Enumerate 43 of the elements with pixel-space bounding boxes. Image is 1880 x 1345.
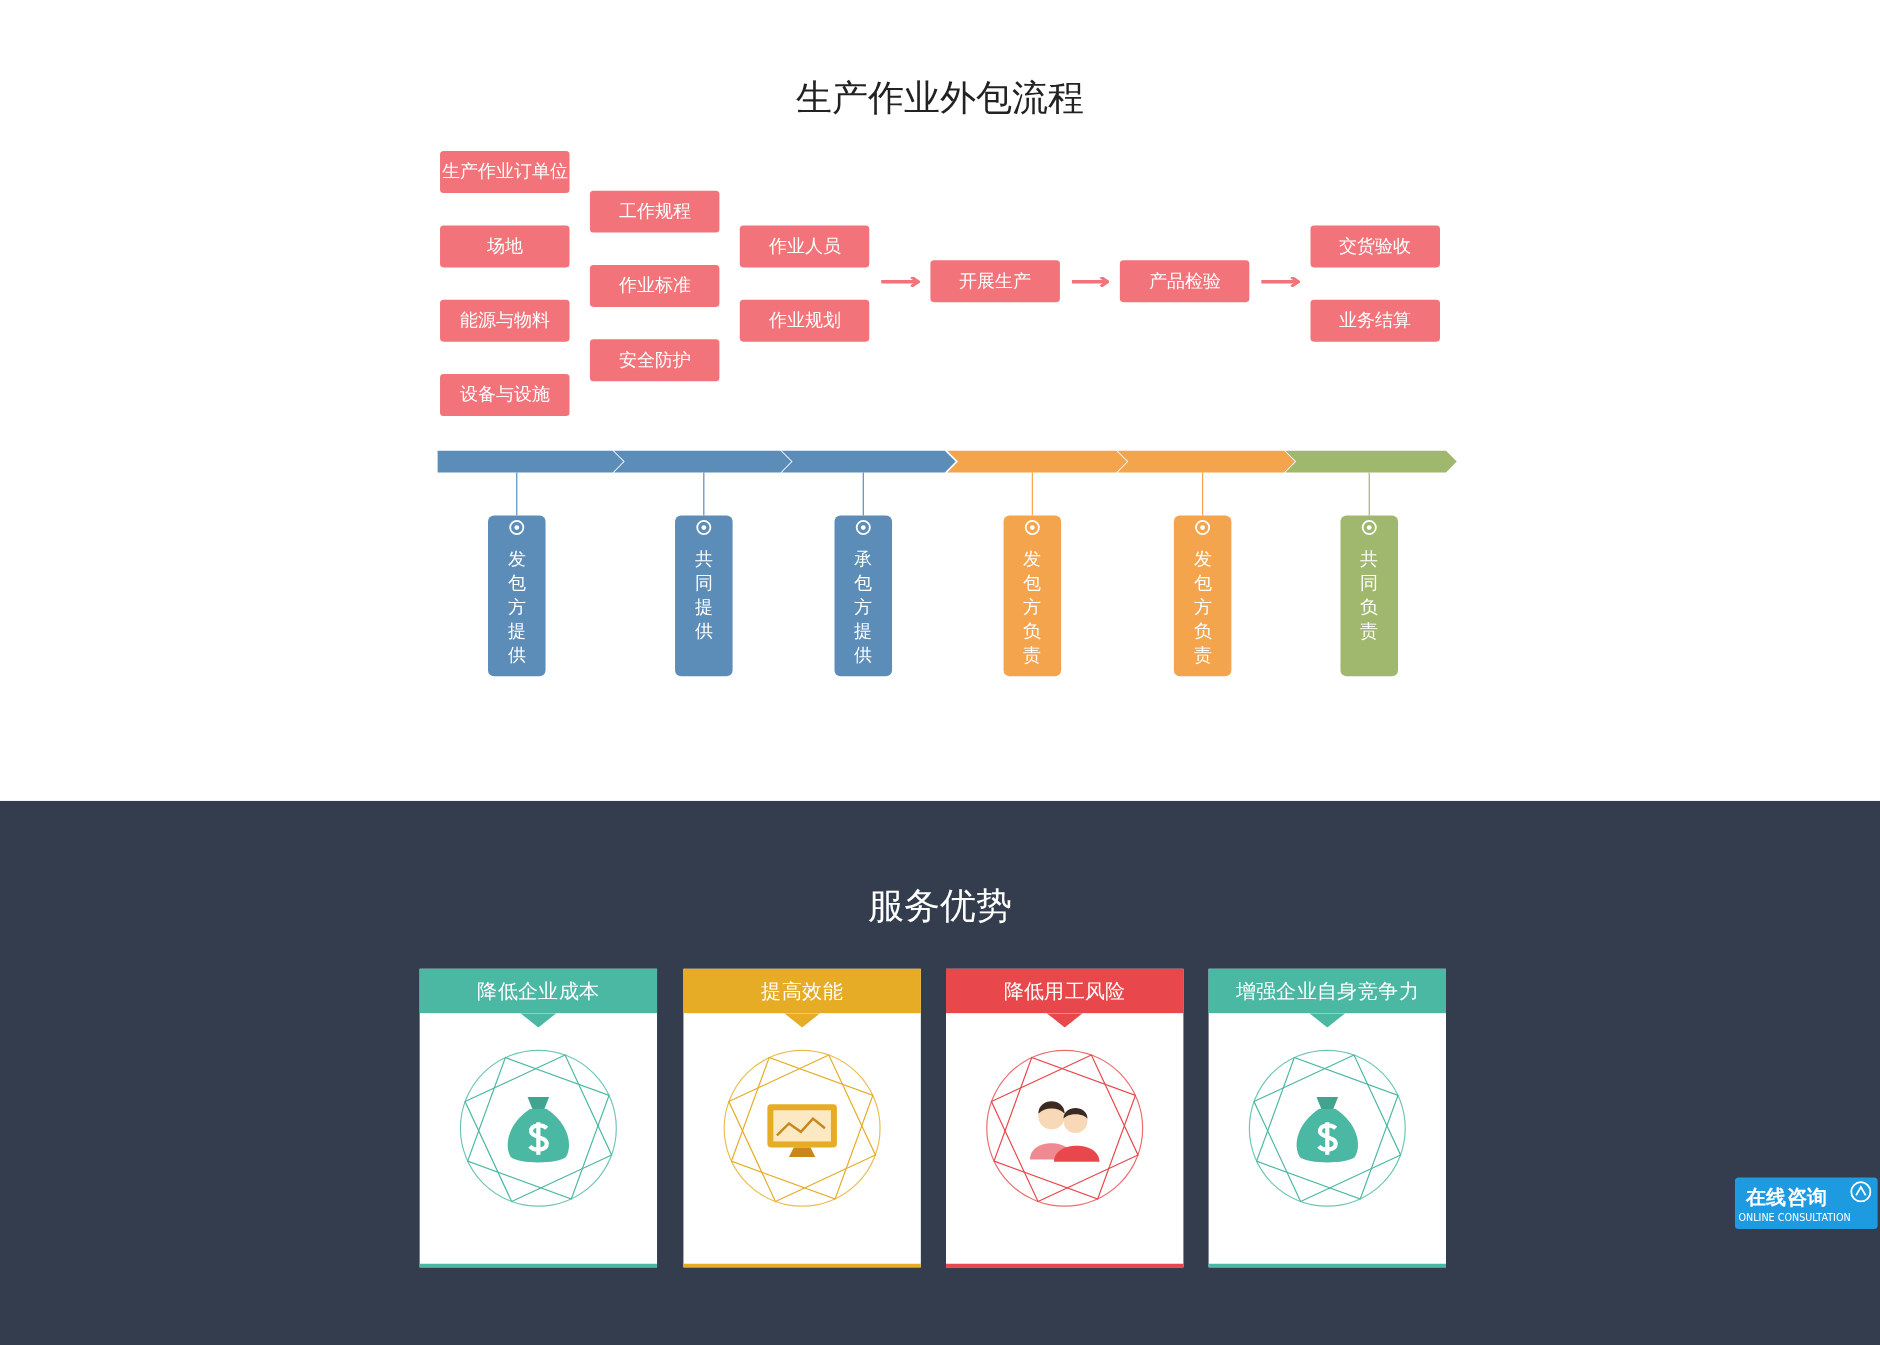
process-box: 产品检验 (1119, 260, 1250, 303)
arrow (1261, 275, 1300, 289)
process-box: 工作规程 (589, 190, 720, 233)
tag-text: 发包方负责 (1022, 546, 1042, 667)
process-box: 交货验收 (1310, 225, 1440, 268)
section-heading: 服务优势 (867, 883, 1013, 929)
timeline-bar (437, 450, 1457, 473)
tag-text: 发包方提供 (507, 546, 527, 667)
hanging-string (1368, 471, 1370, 517)
process-box: 设备与设施 (440, 374, 570, 417)
arrow (1071, 275, 1110, 289)
process-box: 作业标准 (589, 265, 720, 307)
diagram-title: 生产作业外包流程 (795, 75, 1085, 121)
tag-text: 发包方负责 (1193, 546, 1213, 667)
service-card (1208, 968, 1446, 1268)
hanging-tag (1173, 515, 1232, 677)
hanging-tag (675, 515, 733, 677)
process-box: 安全防护 (589, 339, 720, 382)
process-box: 作业人员 (739, 225, 870, 268)
process-box: 作业规划 (739, 299, 870, 342)
hanging-tag (488, 515, 546, 677)
process-box: 开展生产 (930, 260, 1060, 303)
service-card (419, 968, 658, 1268)
tag-text: 承包方提供 (853, 546, 873, 667)
process-box: 场地 (440, 225, 570, 268)
service-card (683, 968, 921, 1268)
hanging-string (516, 471, 518, 517)
tag-text: 共同负责 (1359, 546, 1379, 643)
widget-subtitle: ONLINE CONSULTATION (1738, 1212, 1851, 1223)
tag-text: 共同提供 (694, 546, 714, 643)
hanging-string (862, 471, 864, 517)
process-box: 生产作业订单位 (440, 151, 570, 194)
arrow (881, 275, 920, 289)
service-card (946, 968, 1184, 1268)
process-box: 能源与物料 (440, 299, 570, 342)
hanging-string (703, 471, 705, 517)
hanging-tag (834, 515, 893, 677)
hanging-string (1031, 471, 1033, 517)
process-box: 业务结算 (1310, 299, 1440, 342)
hanging-tag (1003, 515, 1062, 677)
hanging-string (1202, 471, 1204, 517)
widget-title: 在线咨询 (1745, 1183, 1828, 1211)
hanging-tag (1340, 515, 1399, 677)
